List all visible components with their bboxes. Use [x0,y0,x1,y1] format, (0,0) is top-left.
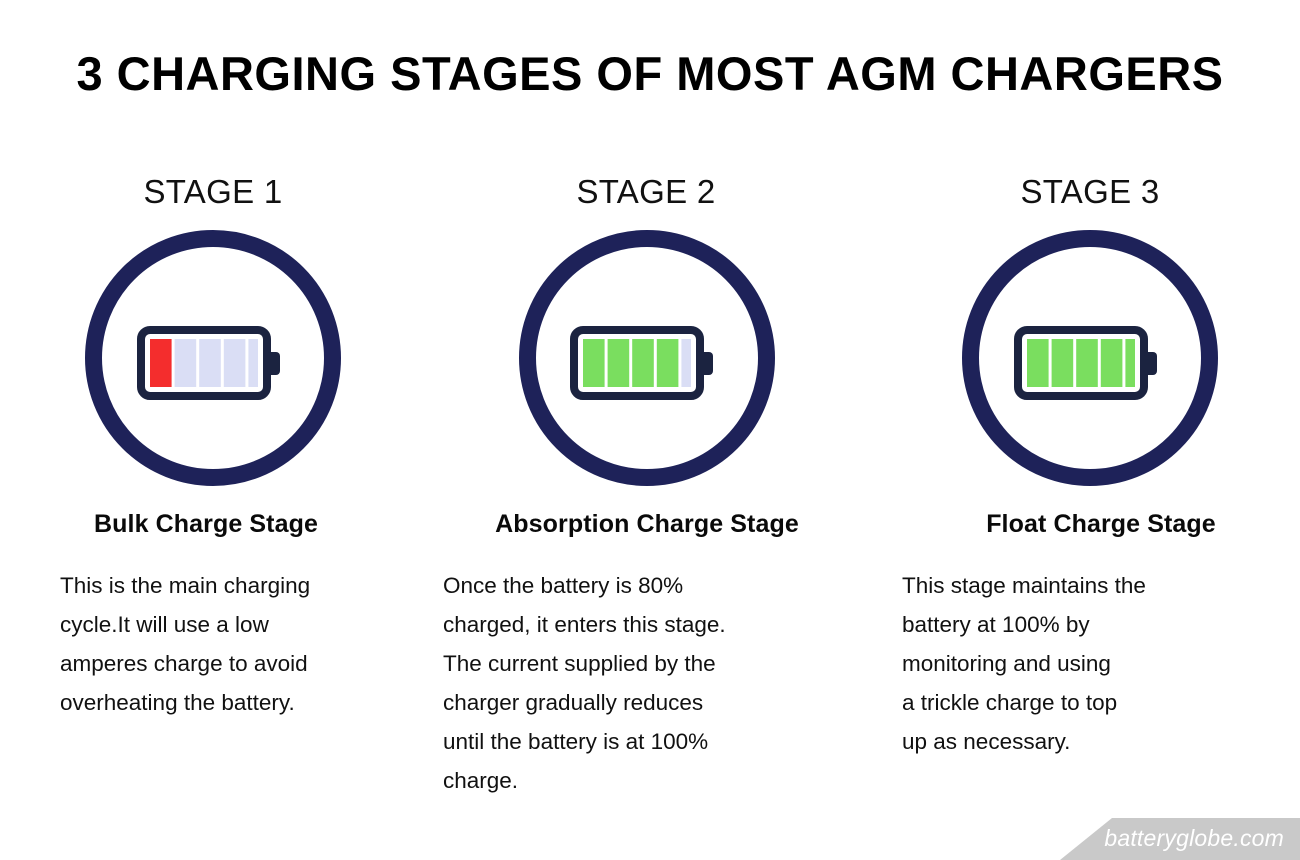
stage-heading-2: Absorption Charge Stage [495,510,799,538]
stage-label-2: STAGE 2 [576,173,716,210]
stage-label-3: STAGE 3 [1020,173,1160,210]
stage-column-2: STAGE 2 Absorption Charge Stage Once the… [436,170,856,800]
page-title: 3 CHARGING STAGES OF MOST AGM CHARGERS [76,47,1224,100]
stage-body-1: This is the main charging cycle.It will … [60,573,311,715]
stage-heading-1: Bulk Charge Stage [94,510,318,538]
stage-body-3: This stage maintains the battery at 100%… [902,573,1146,754]
battery-high-icon [570,326,713,400]
battery-low-icon [137,326,280,400]
stage-body-2: Once the battery is 80% charged, it ente… [443,573,726,793]
stage-icon-wrap-2 [436,230,856,486]
stage-icon-wrap-1 [3,230,423,486]
stages-container: STAGE 1 Bulk Charge Stage This is the ma… [0,170,1300,810]
stage-column-3: STAGE 3 Float Charge Stage This stage ma… [880,170,1300,761]
stage-icon-wrap-3 [880,230,1300,486]
stage-column-1: STAGE 1 Bulk Charge Stage This is the ma… [3,170,423,722]
stage-heading-3: Float Charge Stage [986,510,1216,538]
battery-full-icon [1014,326,1157,400]
watermark-text: batteryglobe.com [1104,824,1284,851]
stage-label-1: STAGE 1 [143,173,283,210]
watermark-banner: batteryglobe.com [1060,818,1300,860]
